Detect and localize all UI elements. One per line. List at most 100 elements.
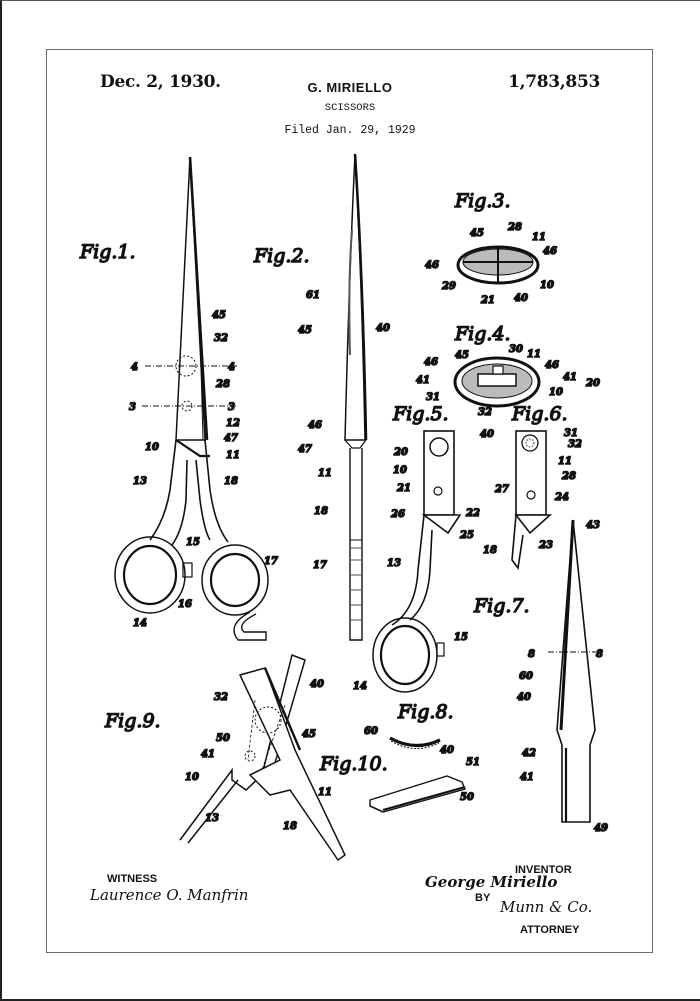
svg-text:11: 11 bbox=[318, 787, 332, 798]
svg-text:17: 17 bbox=[313, 560, 327, 571]
svg-text:28: 28 bbox=[215, 379, 230, 390]
svg-text:41: 41 bbox=[416, 375, 430, 386]
svg-text:11: 11 bbox=[558, 456, 572, 467]
svg-text:31: 31 bbox=[426, 392, 440, 403]
svg-text:21: 21 bbox=[396, 483, 411, 494]
svg-text:4: 4 bbox=[131, 362, 138, 373]
figure-2: Fig.2. 61 45 40 46 47 11 18 17 bbox=[252, 153, 391, 641]
svg-text:42: 42 bbox=[522, 748, 536, 759]
figure-label: Fig.8. bbox=[397, 701, 454, 723]
svg-text:16: 16 bbox=[178, 599, 192, 610]
svg-text:10: 10 bbox=[145, 442, 159, 453]
figure-3: Fig.3. 45 28 11 46 46 29 21 40 10 bbox=[424, 189, 557, 306]
figure-8: Fig.8. 60 40 bbox=[363, 700, 454, 756]
attorney-signature: Munn & Co. bbox=[500, 898, 593, 916]
svg-text:45: 45 bbox=[455, 350, 469, 361]
svg-text:49: 49 bbox=[594, 823, 608, 834]
by-label: BY bbox=[475, 892, 491, 904]
svg-text:22: 22 bbox=[465, 508, 480, 519]
svg-text:20: 20 bbox=[585, 378, 600, 389]
svg-text:45: 45 bbox=[212, 310, 226, 321]
svg-text:47: 47 bbox=[224, 433, 238, 444]
svg-text:45: 45 bbox=[470, 228, 484, 239]
svg-text:47: 47 bbox=[298, 444, 312, 455]
svg-text:10: 10 bbox=[185, 772, 199, 783]
svg-text:10: 10 bbox=[549, 387, 563, 398]
svg-text:46: 46 bbox=[543, 246, 557, 257]
figure-4: Fig.4. 46 45 30 11 46 41 41 20 31 10 32 … bbox=[415, 322, 600, 440]
svg-text:10: 10 bbox=[540, 280, 554, 291]
figure-1: Fig.1. 45 32 4 4 28 3 3 12 47 10 11 1 bbox=[78, 156, 279, 641]
svg-text:45: 45 bbox=[302, 729, 316, 740]
svg-text:50: 50 bbox=[216, 733, 230, 744]
svg-text:29: 29 bbox=[441, 281, 456, 292]
svg-text:12: 12 bbox=[226, 418, 240, 429]
svg-text:27: 27 bbox=[494, 484, 509, 495]
svg-text:40: 40 bbox=[376, 323, 390, 334]
patent-number: 1,783,853 bbox=[508, 72, 600, 92]
figure-label: Fig.2. bbox=[253, 245, 310, 267]
svg-text:28: 28 bbox=[507, 222, 522, 233]
svg-text:11: 11 bbox=[226, 450, 240, 461]
attorney-label: ATTORNEY bbox=[520, 924, 580, 936]
figure-6: Fig.6. 31 32 11 28 27 24 18 23 bbox=[482, 402, 583, 571]
svg-text:14: 14 bbox=[353, 681, 367, 692]
svg-text:28: 28 bbox=[561, 471, 576, 482]
figure-10: Fig.10. 51 50 bbox=[318, 752, 481, 813]
svg-text:61: 61 bbox=[306, 290, 320, 301]
svg-text:13: 13 bbox=[205, 813, 219, 824]
svg-text:50: 50 bbox=[460, 792, 474, 803]
svg-text:18: 18 bbox=[483, 545, 497, 556]
svg-text:32: 32 bbox=[568, 439, 582, 450]
svg-text:46: 46 bbox=[424, 357, 438, 368]
svg-text:13: 13 bbox=[133, 476, 147, 487]
svg-text:45: 45 bbox=[298, 325, 312, 336]
svg-text:40: 40 bbox=[517, 692, 531, 703]
svg-text:13: 13 bbox=[387, 558, 401, 569]
svg-text:10: 10 bbox=[393, 465, 407, 476]
witness-label: WITNESS bbox=[107, 873, 158, 885]
figure-label: Fig.5. bbox=[392, 403, 449, 425]
svg-text:30: 30 bbox=[509, 344, 523, 355]
svg-text:46: 46 bbox=[425, 260, 439, 271]
inventor-name: G. MIRIELLO bbox=[307, 80, 393, 95]
inventor-label: INVENTOR bbox=[515, 864, 572, 876]
svg-text:46: 46 bbox=[308, 420, 322, 431]
svg-text:51: 51 bbox=[466, 757, 480, 768]
svg-text:18: 18 bbox=[314, 506, 328, 517]
svg-text:60: 60 bbox=[519, 671, 533, 682]
svg-text:26: 26 bbox=[390, 509, 405, 520]
patent-title: SCISSORS bbox=[324, 102, 376, 114]
figure-label: Fig.9. bbox=[104, 710, 161, 732]
svg-text:41: 41 bbox=[563, 372, 577, 383]
svg-text:43: 43 bbox=[586, 520, 600, 531]
svg-text:40: 40 bbox=[514, 293, 528, 304]
figure-label: Fig.6. bbox=[511, 403, 568, 425]
svg-text:3: 3 bbox=[129, 402, 136, 413]
svg-text:8: 8 bbox=[596, 649, 603, 660]
figure-5: Fig.5. 20 10 21 26 22 25 13 15 14 bbox=[352, 402, 481, 693]
svg-text:17: 17 bbox=[264, 556, 278, 567]
svg-text:15: 15 bbox=[186, 537, 200, 548]
figure-label: Fig.10. bbox=[319, 753, 388, 775]
svg-text:11: 11 bbox=[532, 232, 546, 243]
svg-text:41: 41 bbox=[520, 772, 534, 783]
svg-text:23: 23 bbox=[538, 540, 553, 551]
svg-text:46: 46 bbox=[545, 360, 559, 371]
figure-label: Fig.4. bbox=[454, 323, 511, 345]
figure-label: Fig.3. bbox=[454, 190, 511, 212]
witness-signature: Laurence O. Manfrin bbox=[90, 886, 249, 904]
svg-text:20: 20 bbox=[393, 447, 408, 458]
svg-text:32: 32 bbox=[214, 333, 228, 344]
svg-text:3: 3 bbox=[228, 402, 235, 413]
figure-9: Fig.9. 32 40 50 45 41 10 11 13 18 bbox=[103, 653, 346, 862]
svg-text:60: 60 bbox=[364, 726, 378, 737]
figure-label: Fig.7. bbox=[473, 595, 530, 617]
svg-text:40: 40 bbox=[440, 745, 454, 756]
figure-7: Fig.7. 43 8 8 60 40 42 41 49 bbox=[472, 519, 608, 834]
svg-text:32: 32 bbox=[214, 692, 228, 703]
svg-text:11: 11 bbox=[318, 468, 332, 479]
svg-text:18: 18 bbox=[283, 821, 297, 832]
svg-text:24: 24 bbox=[554, 492, 569, 503]
